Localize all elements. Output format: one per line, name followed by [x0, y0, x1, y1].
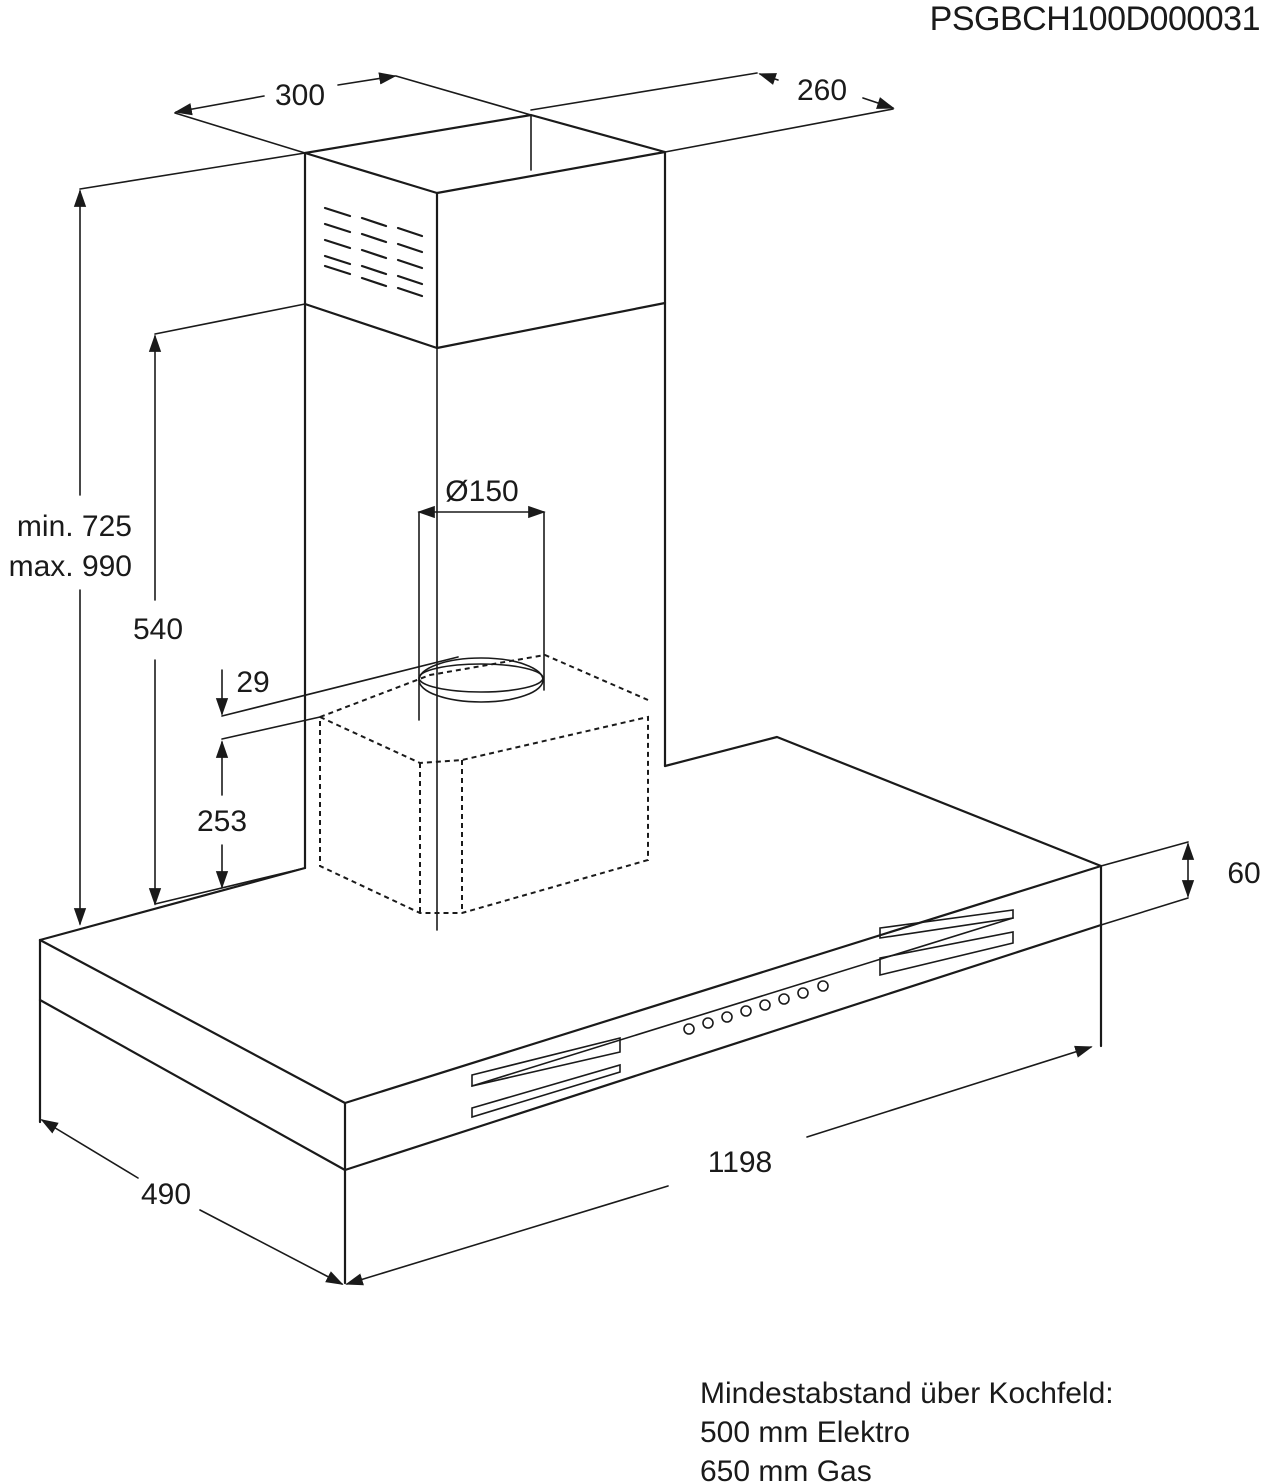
dim-motor-offset: 29 — [236, 666, 269, 699]
chimney — [303, 113, 667, 931]
control-button-7 — [797, 987, 809, 999]
control-button-6 — [778, 993, 790, 1005]
dim-height-max: max. 990 — [9, 550, 132, 583]
control-button-8 — [817, 980, 829, 992]
duct-and-motor — [319, 511, 649, 914]
dim-hood-width: 1198 — [708, 1146, 773, 1179]
dim-duct-diameter: Ø150 — [445, 475, 518, 508]
dim-hood-thickness: 60 — [1227, 857, 1260, 890]
dim-height-min: min. 725 — [17, 510, 132, 543]
clearance-electric: 500 mm Elektro — [700, 1416, 911, 1449]
clearance-gas: 650 mm Gas — [700, 1455, 872, 1483]
hood-canopy — [38, 735, 1103, 1285]
dim-motor-height: 253 — [197, 805, 247, 838]
dim-lower-chimney: 540 — [133, 613, 183, 646]
control-button-4 — [740, 1005, 752, 1017]
document-id: PSGBCH100D000031 — [929, 0, 1261, 38]
vent-slots-icon — [323, 206, 424, 298]
clearance-note: Mindestabstand über Kochfeld: 500 mm Ele… — [700, 1374, 1114, 1483]
dim-chimney-width: 300 — [275, 79, 325, 112]
control-button-1 — [683, 1023, 695, 1035]
dim-hood-depth: 490 — [141, 1178, 191, 1211]
control-buttons — [683, 980, 829, 1035]
clearance-heading: Mindestabstand über Kochfeld: — [700, 1377, 1114, 1410]
control-button-3 — [721, 1011, 733, 1023]
dimension-lines — [40, 72, 1195, 1286]
dimension-labels: 300 260 min. 725 max. 990 540 Ø150 29 25… — [9, 74, 1261, 1211]
dim-chimney-depth: 260 — [797, 74, 847, 107]
control-button-2 — [702, 1017, 714, 1029]
control-button-5 — [759, 999, 771, 1011]
